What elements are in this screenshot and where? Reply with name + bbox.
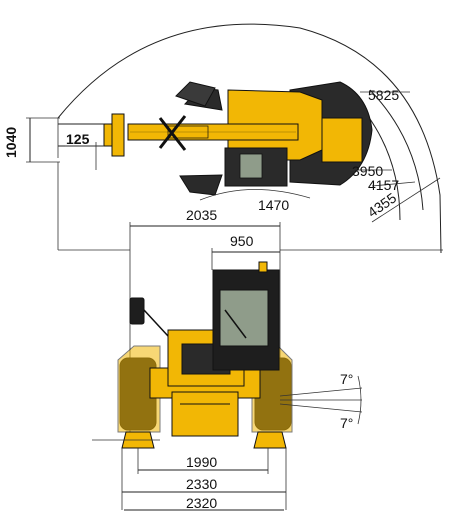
label-2320: 2320 <box>186 495 217 511</box>
label-angle-upper: 7° <box>340 371 353 387</box>
front-plate <box>171 391 239 437</box>
leader-4355 <box>371 177 441 223</box>
cab-window <box>219 289 269 347</box>
label-1040: 1040 <box>3 127 19 158</box>
wiper <box>224 309 247 339</box>
outer-swing-arc <box>57 23 442 254</box>
outrigger-lower <box>179 174 223 196</box>
label-2330: 2330 <box>186 476 217 492</box>
label-1470: 1470 <box>258 197 289 213</box>
label-angle-lower: 7° <box>340 415 353 431</box>
mirror-arm <box>143 309 169 337</box>
lower-swing-arc <box>199 189 311 201</box>
tilt-line-upper <box>279 387 363 397</box>
label-125: 125 <box>66 131 90 147</box>
label-5825: 5825 <box>368 87 399 103</box>
top-view: 1040 125 5825 3950 4157 4355 1470 <box>3 23 443 254</box>
machine-top-body <box>57 81 373 196</box>
label-3950: 3950 <box>352 163 383 179</box>
middle-swing-arc <box>369 89 424 211</box>
label-1990: 1990 <box>186 454 217 470</box>
label-950: 950 <box>230 233 254 249</box>
fork-carriage <box>111 113 125 157</box>
front-view: 2035 950 7° 7° <box>92 207 363 511</box>
front-axle-links <box>158 115 187 151</box>
tilt-line-lower <box>279 403 363 413</box>
tilt-arc <box>357 375 362 425</box>
leader-4157 <box>371 181 416 187</box>
boom-segment <box>167 125 209 139</box>
cab-light <box>258 261 268 273</box>
rear-plate <box>321 117 363 163</box>
mirror <box>129 297 145 325</box>
outrigger-upper-pad <box>175 81 216 107</box>
label-2035: 2035 <box>186 207 217 223</box>
fork-plate <box>103 123 113 147</box>
label-4157: 4157 <box>368 177 399 193</box>
cab-top-window <box>239 153 263 179</box>
right-foot <box>253 431 287 449</box>
